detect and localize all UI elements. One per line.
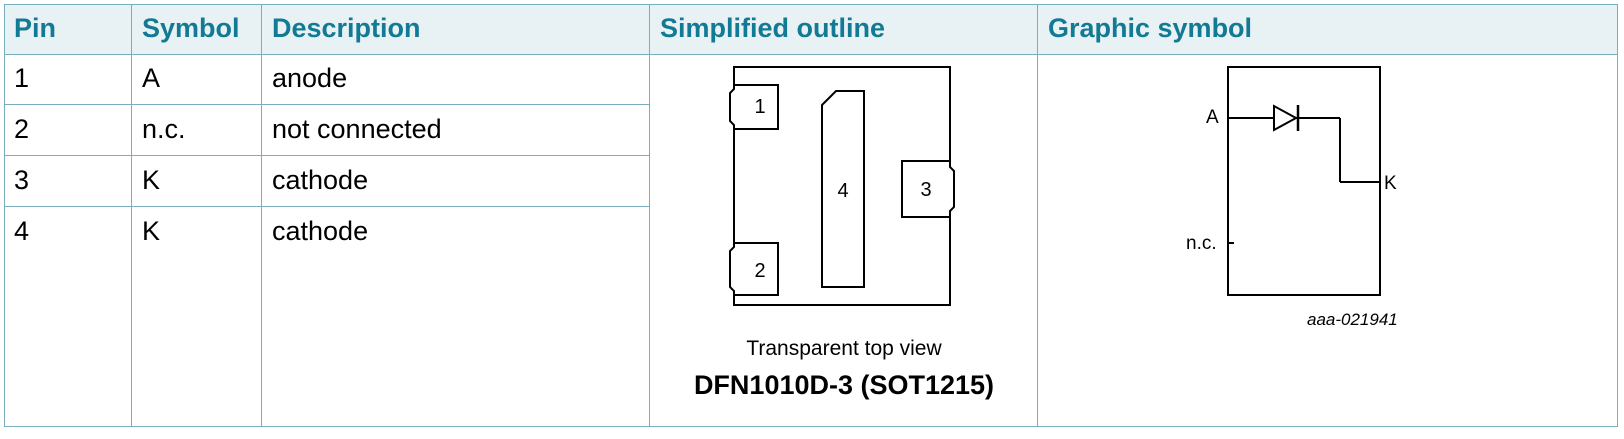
header-pin: Pin	[14, 13, 57, 43]
cell-description: cathode	[272, 165, 369, 195]
pad-3	[901, 160, 955, 218]
divider	[649, 4, 650, 427]
header-graphic: Graphic symbol	[1048, 13, 1253, 43]
pad-label: 3	[920, 179, 931, 201]
pad-label: 2	[754, 260, 765, 282]
label-k: K	[1384, 173, 1397, 194]
label-a: A	[1206, 107, 1219, 128]
cell-symbol: n.c.	[142, 114, 186, 144]
divider	[261, 4, 262, 427]
divider	[131, 4, 132, 427]
cell-symbol: A	[142, 63, 161, 93]
divider	[4, 104, 650, 105]
header-symbol: Symbol	[142, 13, 240, 43]
cell-description: not connected	[272, 114, 442, 144]
pad-label: 4	[837, 180, 848, 202]
cell-symbol: K	[142, 165, 161, 195]
table-border	[4, 4, 1618, 427]
pinning-table: Pin Symbol Description Simplified outlin…	[4, 4, 1618, 427]
cell-pin: 1	[14, 63, 30, 93]
cell-pin: 3	[14, 165, 30, 195]
diode-graphic-symbol: A K n.c.	[1186, 66, 1397, 296]
pad-1	[729, 84, 779, 130]
cell-symbol: K	[142, 216, 161, 246]
package-outline-drawing: 1 2 3 4	[729, 66, 955, 306]
label-nc: n.c.	[1186, 233, 1217, 254]
header-outline: Simplified outline	[660, 13, 886, 43]
cell-description: cathode	[272, 216, 369, 246]
divider	[4, 155, 650, 156]
pad-4	[821, 90, 865, 288]
cell-description: anode	[272, 63, 348, 93]
cell-pin: 4	[14, 216, 30, 246]
package-name: DFN1010D-3 (SOT1215)	[693, 370, 995, 400]
drawing-code: aaa-021941	[1307, 310, 1398, 329]
divider	[1037, 4, 1038, 427]
pad-2	[729, 242, 779, 296]
outline-caption: Transparent top view	[746, 337, 942, 360]
header-description: Description	[272, 13, 421, 43]
diode-triangle-icon	[1273, 104, 1299, 132]
pad-label: 1	[754, 96, 765, 118]
cell-pin: 2	[14, 114, 30, 144]
divider	[4, 206, 650, 207]
